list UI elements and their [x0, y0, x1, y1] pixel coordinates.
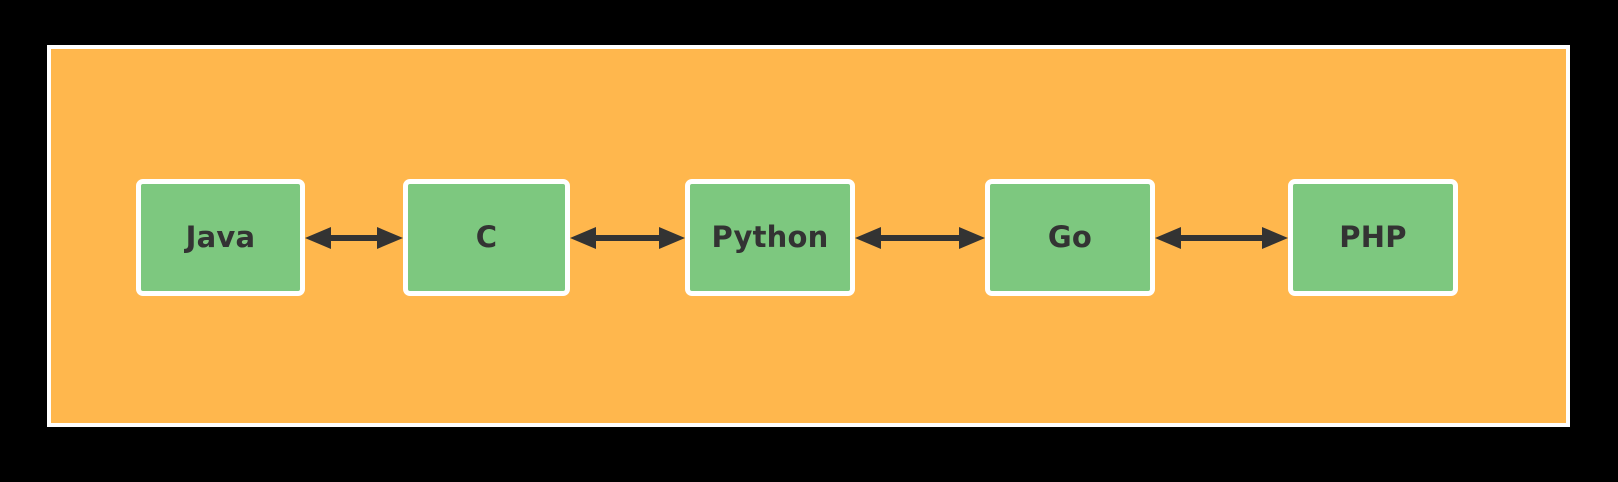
node-label: Python — [711, 220, 829, 254]
edge-go-to-php — [1155, 227, 1288, 249]
node-java[interactable]: Java — [136, 179, 305, 296]
double-arrow-icon — [1155, 227, 1288, 249]
node-label: PHP — [1339, 220, 1407, 254]
double-arrow-icon — [305, 227, 403, 249]
edge-python-to-go — [855, 227, 985, 249]
node-label: C — [475, 220, 498, 254]
node-c[interactable]: C — [403, 179, 570, 296]
double-arrow-icon — [855, 227, 985, 249]
node-python[interactable]: Python — [685, 179, 855, 296]
edge-java-to-c — [305, 227, 403, 249]
diagram-panel: Java C Python Go PHP — [47, 45, 1570, 427]
flow-row: Java C Python Go PHP — [51, 49, 1566, 423]
node-php[interactable]: PHP — [1288, 179, 1458, 296]
edge-c-to-python — [570, 227, 685, 249]
double-arrow-icon — [570, 227, 685, 249]
node-go[interactable]: Go — [985, 179, 1155, 296]
node-label: Go — [1047, 220, 1093, 254]
node-label: Java — [185, 220, 256, 254]
